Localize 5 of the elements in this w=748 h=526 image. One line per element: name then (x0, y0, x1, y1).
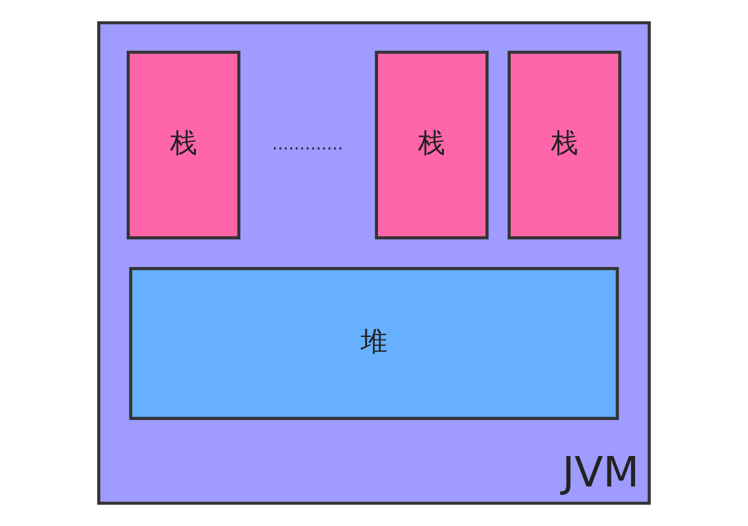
label: ............. (272, 134, 344, 155)
node-box: 堆 (129, 267, 619, 420)
node-box: 栈 (126, 50, 240, 240)
node-box: 栈 (508, 50, 622, 240)
node-box: 栈 (374, 50, 489, 240)
